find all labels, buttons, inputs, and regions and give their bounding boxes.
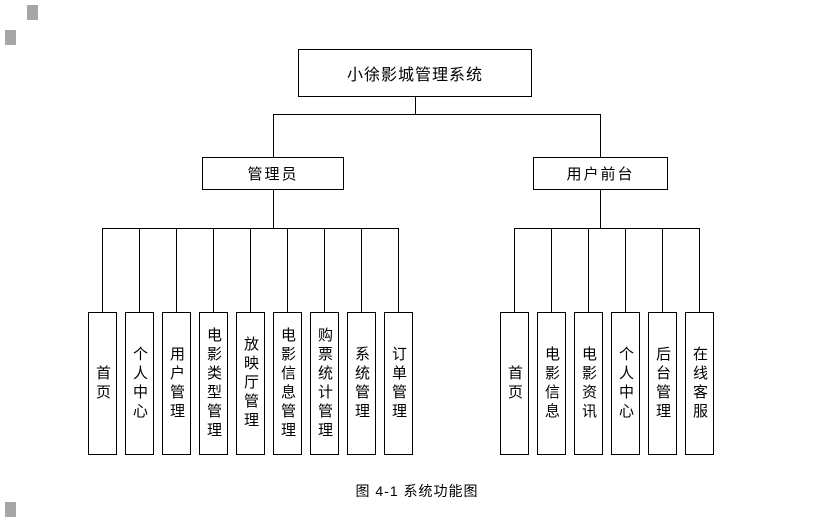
node-leaf: 后台管理	[648, 312, 677, 455]
node-leaf: 首页	[500, 312, 529, 455]
connector-line	[324, 228, 325, 312]
page-artifact-marker	[27, 5, 38, 20]
node-leaf-label: 电影资讯	[580, 345, 597, 422]
node-leaf-label: 电影信息	[543, 345, 560, 422]
node-leaf: 个人中心	[125, 312, 154, 455]
connector-line	[273, 114, 274, 157]
node-leaf: 在线客服	[685, 312, 714, 455]
node-leaf: 电影类型管理	[199, 312, 228, 455]
connector-line	[600, 190, 601, 228]
connector-line	[514, 228, 700, 229]
node-leaf-label: 购票统计管理	[316, 326, 333, 441]
connector-line	[176, 228, 177, 312]
connector-line	[273, 190, 274, 228]
node-leaf-label: 个人中心	[617, 345, 634, 422]
node-leaf-label: 个人中心	[131, 345, 148, 422]
connector-line	[273, 114, 601, 115]
connector-line	[588, 228, 589, 312]
connector-line	[699, 228, 700, 312]
connector-line	[287, 228, 288, 312]
connector-line	[102, 228, 103, 312]
node-leaf: 用户管理	[162, 312, 191, 455]
connector-line	[625, 228, 626, 312]
node-leaf-label: 订单管理	[390, 345, 407, 422]
node-leaf: 系统管理	[347, 312, 376, 455]
node-leaf-label: 用户管理	[168, 345, 185, 422]
connector-line	[662, 228, 663, 312]
node-leaf: 订单管理	[384, 312, 413, 455]
node-leaf-label: 首页	[506, 364, 523, 403]
node-leaf: 放映厅管理	[236, 312, 265, 455]
connector-line	[139, 228, 140, 312]
node-leaf: 电影信息管理	[273, 312, 302, 455]
node-root: 小徐影城管理系统	[298, 49, 532, 97]
node-leaf-label: 在线客服	[691, 345, 708, 422]
node-leaf-label: 系统管理	[353, 345, 370, 422]
page-artifact-marker	[5, 30, 16, 45]
node-branch-admin: 管理员	[202, 157, 344, 190]
node-leaf: 电影资讯	[574, 312, 603, 455]
connector-line	[514, 228, 515, 312]
node-leaf-label: 首页	[94, 364, 111, 403]
node-branch-user-front: 用户前台	[533, 157, 668, 190]
connector-line	[398, 228, 399, 312]
node-leaf: 个人中心	[611, 312, 640, 455]
connector-line	[250, 228, 251, 312]
node-leaf-label: 放映厅管理	[242, 336, 259, 431]
node-leaf: 电影信息	[537, 312, 566, 455]
connector-line	[361, 228, 362, 312]
page-artifact-marker	[5, 502, 16, 517]
connector-line	[600, 114, 601, 157]
connector-line	[415, 97, 416, 114]
node-leaf-label: 电影类型管理	[205, 326, 222, 441]
node-leaf: 购票统计管理	[310, 312, 339, 455]
node-leaf-label: 后台管理	[654, 345, 671, 422]
node-leaf: 首页	[88, 312, 117, 455]
connector-line	[213, 228, 214, 312]
connector-line	[551, 228, 552, 312]
figure-caption: 图 4-1 系统功能图	[355, 483, 479, 499]
node-leaf-label: 电影信息管理	[279, 326, 296, 441]
